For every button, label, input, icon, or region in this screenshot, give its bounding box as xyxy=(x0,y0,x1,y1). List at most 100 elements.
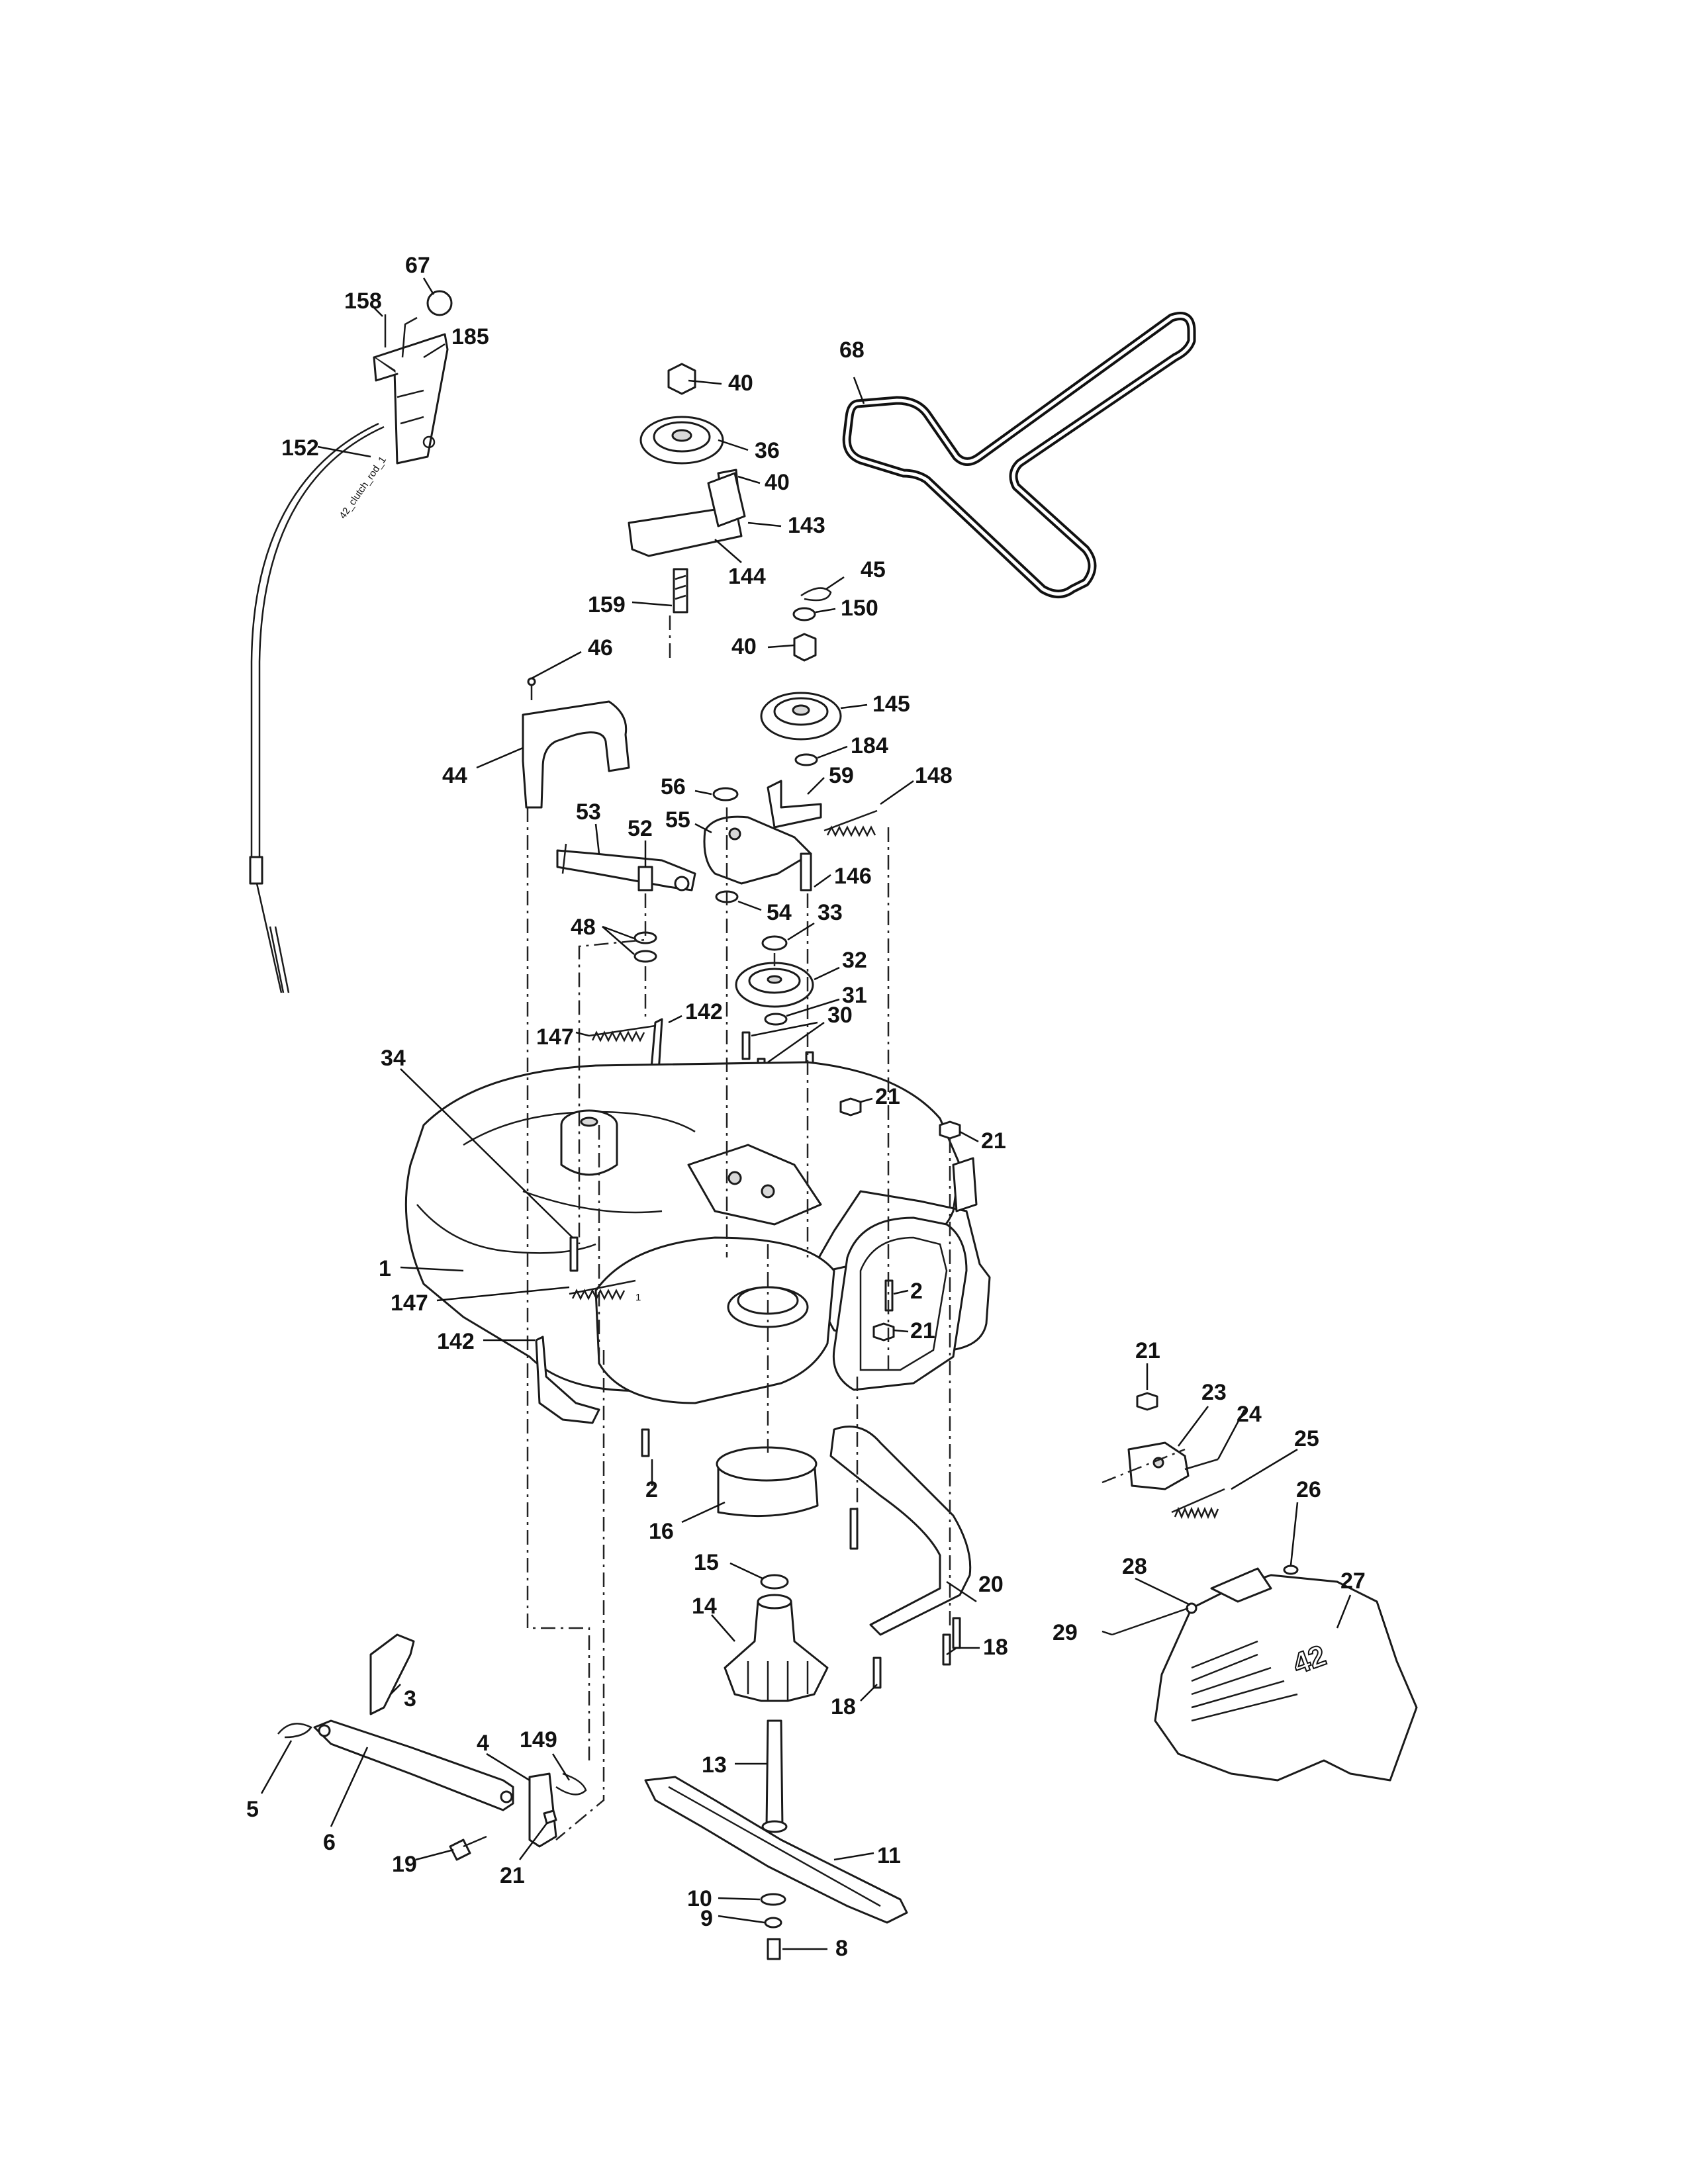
washer-48b xyxy=(633,950,657,963)
callout-34: 34 xyxy=(381,1046,406,1071)
callout-54: 54 xyxy=(767,900,792,925)
callout-labels: 67 158 185 152 40 36 40 143 144 159 68 4… xyxy=(246,253,1366,1961)
pin-45 xyxy=(800,587,832,602)
callout-145: 145 xyxy=(872,692,910,717)
callout-185: 185 xyxy=(451,324,489,349)
bolt-18c xyxy=(942,1633,951,1666)
callout-28: 28 xyxy=(1122,1554,1147,1579)
pin-29 xyxy=(1111,1607,1189,1636)
callout-18a: 18 xyxy=(983,1635,1008,1660)
knob-67 xyxy=(426,290,453,316)
callout-11: 11 xyxy=(877,1843,901,1868)
mower-deck-1: 1 xyxy=(404,1061,991,1404)
callout-152: 152 xyxy=(281,435,319,461)
bolt-18b xyxy=(952,1617,961,1649)
bolt-30a xyxy=(741,1031,751,1060)
belt-guard-44 xyxy=(522,700,630,809)
leader-lines xyxy=(260,277,1352,1950)
bolt-18d xyxy=(872,1657,882,1689)
callout-3: 3 xyxy=(404,1686,416,1711)
callout-25: 25 xyxy=(1294,1426,1319,1451)
drive-belt-68 xyxy=(842,312,1196,598)
callout-68: 68 xyxy=(839,338,865,363)
callout-144: 144 xyxy=(728,564,766,589)
rod-24 xyxy=(1184,1458,1219,1471)
bolt-146 xyxy=(800,852,812,891)
bolt-8 xyxy=(767,1938,781,1960)
bracket-185 xyxy=(373,333,449,465)
callout-2b: 2 xyxy=(645,1477,658,1502)
callout-14: 14 xyxy=(692,1594,717,1619)
blade-assembly xyxy=(644,1776,908,1960)
cable-tag-text: 42_clutch_rod_1 xyxy=(337,455,389,522)
callout-59: 59 xyxy=(829,763,854,788)
cable-152 xyxy=(258,426,385,860)
washer-9 xyxy=(764,1917,782,1929)
hanger-bracket-21 xyxy=(952,1157,978,1212)
callout-23: 23 xyxy=(1201,1380,1227,1405)
callout-67: 67 xyxy=(405,253,430,278)
callout-15: 15 xyxy=(694,1550,719,1575)
callout-24: 24 xyxy=(1237,1402,1262,1427)
cable-thread xyxy=(269,926,290,993)
callout-6: 6 xyxy=(323,1830,336,1855)
callout-55: 55 xyxy=(665,807,690,833)
bolt-2-lower xyxy=(641,1428,650,1457)
nut-40-top xyxy=(667,363,696,395)
washer-31 xyxy=(764,1013,788,1026)
bracket-59 xyxy=(767,780,822,829)
callout-36: 36 xyxy=(755,438,780,463)
callout-21a: 21 xyxy=(875,1084,900,1109)
callout-44: 44 xyxy=(442,763,467,788)
callout-143: 143 xyxy=(788,513,825,538)
nut-21-a xyxy=(839,1097,862,1116)
center-bracket-group xyxy=(703,787,878,903)
spindle-assembly xyxy=(716,1446,829,1833)
callout-9: 9 xyxy=(700,1906,713,1931)
chute-27 xyxy=(1154,1574,1418,1782)
nut-21-lower xyxy=(543,1809,557,1825)
spring-147-lower xyxy=(569,1279,636,1295)
washer-26 xyxy=(1283,1565,1299,1575)
clip-149 xyxy=(555,1772,587,1796)
callout-45: 45 xyxy=(861,557,886,582)
bracket-4 xyxy=(528,1772,557,1848)
callout-56: 56 xyxy=(661,774,686,799)
clutch-cable-assembly: 42_clutch_rod_1 xyxy=(249,290,453,993)
washer-56 xyxy=(712,787,739,801)
callout-147a: 147 xyxy=(536,1024,574,1050)
idler-arm xyxy=(556,849,696,891)
callout-146: 146 xyxy=(834,864,872,889)
nut-21-right xyxy=(1136,1392,1158,1411)
callout-13: 13 xyxy=(702,1752,727,1778)
callout-21b: 21 xyxy=(981,1128,1006,1154)
callout-159: 159 xyxy=(588,592,626,617)
bolt-34 xyxy=(569,1236,579,1272)
callout-184: 184 xyxy=(851,733,888,758)
blade-11 xyxy=(644,1776,908,1924)
callout-158: 158 xyxy=(344,289,382,314)
callout-142b: 142 xyxy=(437,1329,475,1354)
callout-18b: 18 xyxy=(831,1694,856,1719)
callout-10: 10 xyxy=(687,1886,712,1911)
callout-46: 46 xyxy=(588,635,613,660)
idler-stack-right xyxy=(760,587,842,829)
callout-53: 53 xyxy=(576,799,601,825)
lift-links xyxy=(277,1633,587,1861)
nut-40-right xyxy=(793,633,817,662)
callout-27: 27 xyxy=(1340,1569,1366,1594)
callout-29: 29 xyxy=(1053,1620,1078,1645)
callout-40c: 40 xyxy=(731,634,757,659)
svg-text:1: 1 xyxy=(635,1292,641,1303)
callout-4: 4 xyxy=(477,1731,489,1756)
callout-148: 148 xyxy=(915,763,953,788)
callout-21e: 21 xyxy=(500,1863,525,1888)
clip-28 xyxy=(1186,1602,1197,1614)
callout-32: 32 xyxy=(842,948,867,973)
callout-40b: 40 xyxy=(765,470,790,495)
spring-147-upper xyxy=(588,1024,656,1037)
callout-147b: 147 xyxy=(391,1291,428,1316)
bracket-3 xyxy=(369,1633,415,1715)
callout-149: 149 xyxy=(520,1727,557,1752)
callout-52: 52 xyxy=(628,816,653,841)
